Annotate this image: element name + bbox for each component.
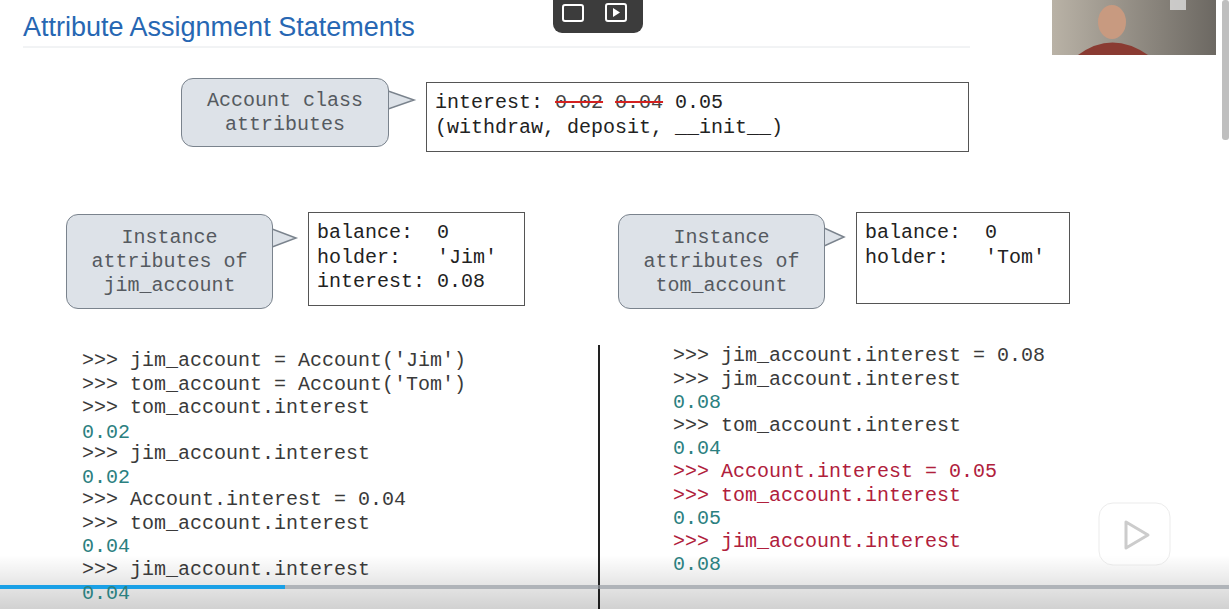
progress-track xyxy=(0,585,1229,589)
attribute-line: interest: 0.08 xyxy=(317,270,516,295)
title-rule xyxy=(23,47,970,48)
interpreter-output: 0.02 xyxy=(82,422,130,444)
callout-tail-outline xyxy=(272,229,296,247)
callout-text: Account class attributes xyxy=(190,89,380,137)
callout-bubble: Account class attributes xyxy=(181,78,389,147)
interpreter-input: >>> jim_account.interest xyxy=(82,559,370,581)
webcam-face xyxy=(1098,5,1126,39)
attribute-box: balance: 0holder: 'Jim'interest: 0.08 xyxy=(308,212,525,306)
attribute-line: (withdraw, deposit, __init__) xyxy=(435,116,960,141)
interpreter-input: >>> tom_account.interest xyxy=(673,415,961,437)
attribute-line: holder: 'Jim' xyxy=(317,246,516,271)
pip-icon xyxy=(563,5,583,21)
interpreter-output: 0.02 xyxy=(82,467,130,489)
callout-tail xyxy=(269,229,296,247)
play-button xyxy=(1099,503,1170,565)
player-shade xyxy=(0,555,1229,609)
attribute-box: interest: 0.02 0.04 0.05(withdraw, deposit,… xyxy=(426,82,969,152)
interpreter-output: 0.04 xyxy=(673,438,721,460)
interpreter-input: >>> tom_account.interest xyxy=(673,485,961,507)
interpreter-input: >>> tom_account = Account('Tom') xyxy=(82,374,466,396)
interpreter-output: 0.04 xyxy=(82,536,130,558)
webcam-badge xyxy=(1170,0,1186,10)
attribute-text: (withdraw, deposit, __init__) xyxy=(435,116,783,139)
callout-tail-outline xyxy=(824,228,844,246)
attribute-text: interest: xyxy=(435,91,543,114)
webcam-frame xyxy=(1052,0,1216,55)
interpreter-input: >>> jim_account.interest xyxy=(673,531,961,553)
callout-tail xyxy=(385,91,414,109)
play-icon xyxy=(613,8,620,17)
progress-bar xyxy=(0,585,285,589)
old-value: 0.02 xyxy=(555,91,603,114)
interpreter-input: >>> Account.interest = 0.04 xyxy=(82,489,406,511)
interpreter-output: 0.08 xyxy=(673,554,721,576)
callout-text: Instance attributes of jim_account xyxy=(75,226,264,298)
interpreter-output: 0.08 xyxy=(673,392,721,414)
interpreter-output: 0.04 xyxy=(82,583,130,605)
interpreter-input: >>> tom_account.interest xyxy=(82,513,370,535)
attribute-line: balance: 0 xyxy=(865,221,1061,246)
callout-tail-outline xyxy=(388,91,414,109)
interpreter-input: >>> jim_account = Account('Jim') xyxy=(82,350,466,372)
interpreter-input: >>> Account.interest = 0.05 xyxy=(673,461,997,483)
play-icon xyxy=(606,4,626,21)
current-value: 0.05 xyxy=(675,91,723,114)
interpreter-input: >>> jim_account.interest xyxy=(82,443,370,465)
attribute-line: holder: 'Tom' xyxy=(865,246,1061,271)
callout-bubble: Instance attributes of jim_account xyxy=(66,214,273,309)
callout-bubble: Instance attributes of tom_account xyxy=(618,214,825,309)
old-value: 0.04 xyxy=(615,91,663,114)
attribute-box: balance: 0holder: 'Tom' xyxy=(856,212,1070,304)
interpreter-input: >>> jim_account.interest xyxy=(673,369,961,391)
attribute-line: interest: 0.02 0.04 0.05 xyxy=(435,91,960,116)
scrollbar xyxy=(1222,0,1229,140)
attribute-line: balance: 0 xyxy=(317,221,516,246)
callout-text: Instance attributes of tom_account xyxy=(627,226,816,298)
play-button-icon xyxy=(1126,522,1148,548)
interpreter-input: >>> jim_account.interest = 0.08 xyxy=(673,345,1045,367)
player-controls xyxy=(553,0,643,33)
interpreter-input: >>> tom_account.interest xyxy=(82,397,370,419)
slide-title: Attribute Assignment Statements xyxy=(23,12,415,43)
interpreter-output: 0.05 xyxy=(673,508,721,530)
webcam-shirt xyxy=(1078,43,1148,56)
